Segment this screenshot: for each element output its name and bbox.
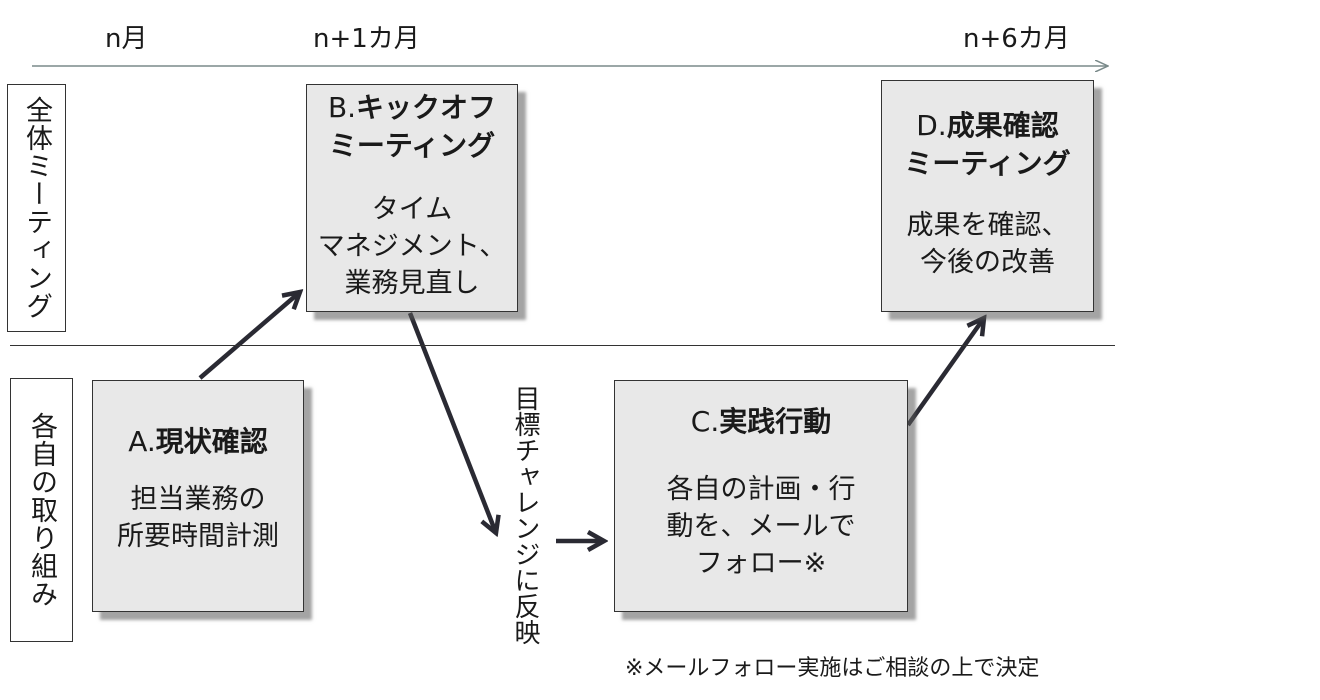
box-a-desc-line-2: 所要時間計測 bbox=[117, 521, 279, 552]
row-label-individual-effort-text: 各自の取り組み bbox=[26, 412, 57, 608]
box-c-practice-action: C.実践行動 各自の計画・行 動を、メールで フォロー※ bbox=[614, 380, 908, 612]
box-c-title: C.実践行動 bbox=[690, 405, 832, 438]
month-label-n-plus-6: n+6カ月 bbox=[963, 24, 1070, 54]
arrow-b-to-goal bbox=[407, 312, 496, 533]
goal-challenge-label: 目標チャレンジに反映 bbox=[510, 385, 552, 649]
month-label-n: n月 bbox=[105, 24, 148, 54]
month-label-n-plus-1: n+1カ月 bbox=[313, 24, 420, 54]
box-d-title-line-2: ミーティング bbox=[904, 147, 1071, 180]
box-a-current-status: A.現状確認 担当業務の 所要時間計測 bbox=[92, 380, 304, 612]
goal-challenge-label-text: 目標チャレンジに反映 bbox=[510, 385, 540, 645]
box-b-kickoff-meeting: B.キックオフ ミーティング タイム マネジメント、 業務見直し bbox=[306, 84, 518, 312]
arrow-a-to-b bbox=[198, 292, 300, 380]
arrow-c-to-d bbox=[906, 318, 984, 427]
box-b-title-line-1: B.キックオフ bbox=[327, 91, 497, 124]
row-label-overall-meeting: 全体ミーティング bbox=[7, 84, 66, 332]
box-c-desc-line-2: 動を、メールで bbox=[666, 511, 856, 542]
box-d-desc-line-2: 今後の改善 bbox=[920, 247, 1055, 278]
box-b-desc-line-2: マネジメント、 bbox=[317, 231, 507, 262]
footnote: ※メールフォロー実施はご相談の上で決定 bbox=[625, 656, 1040, 681]
box-b-desc-line-1: タイム bbox=[371, 194, 453, 225]
box-a-title: A.現状確認 bbox=[128, 425, 268, 458]
box-b-desc-line-3: 業務見直し bbox=[344, 268, 480, 299]
row-label-overall-meeting-text: 全体ミーティング bbox=[21, 96, 52, 320]
box-d-desc-line-1: 成果を確認、 bbox=[906, 210, 1069, 241]
box-b-title-line-2: ミーティング bbox=[328, 129, 496, 162]
box-c-desc-line-3: フォロー※ bbox=[695, 548, 827, 579]
row-divider bbox=[10, 345, 1115, 346]
box-d-title-line-1: D.成果確認 bbox=[916, 109, 1059, 142]
box-d-results-meeting: D.成果確認 ミーティング 成果を確認、 今後の改善 bbox=[881, 80, 1094, 312]
box-c-desc-line-1: 各自の計画・行 bbox=[666, 474, 856, 505]
row-label-individual-effort: 各自の取り組み bbox=[10, 378, 73, 642]
box-a-desc-line-1: 担当業務の bbox=[130, 484, 266, 515]
